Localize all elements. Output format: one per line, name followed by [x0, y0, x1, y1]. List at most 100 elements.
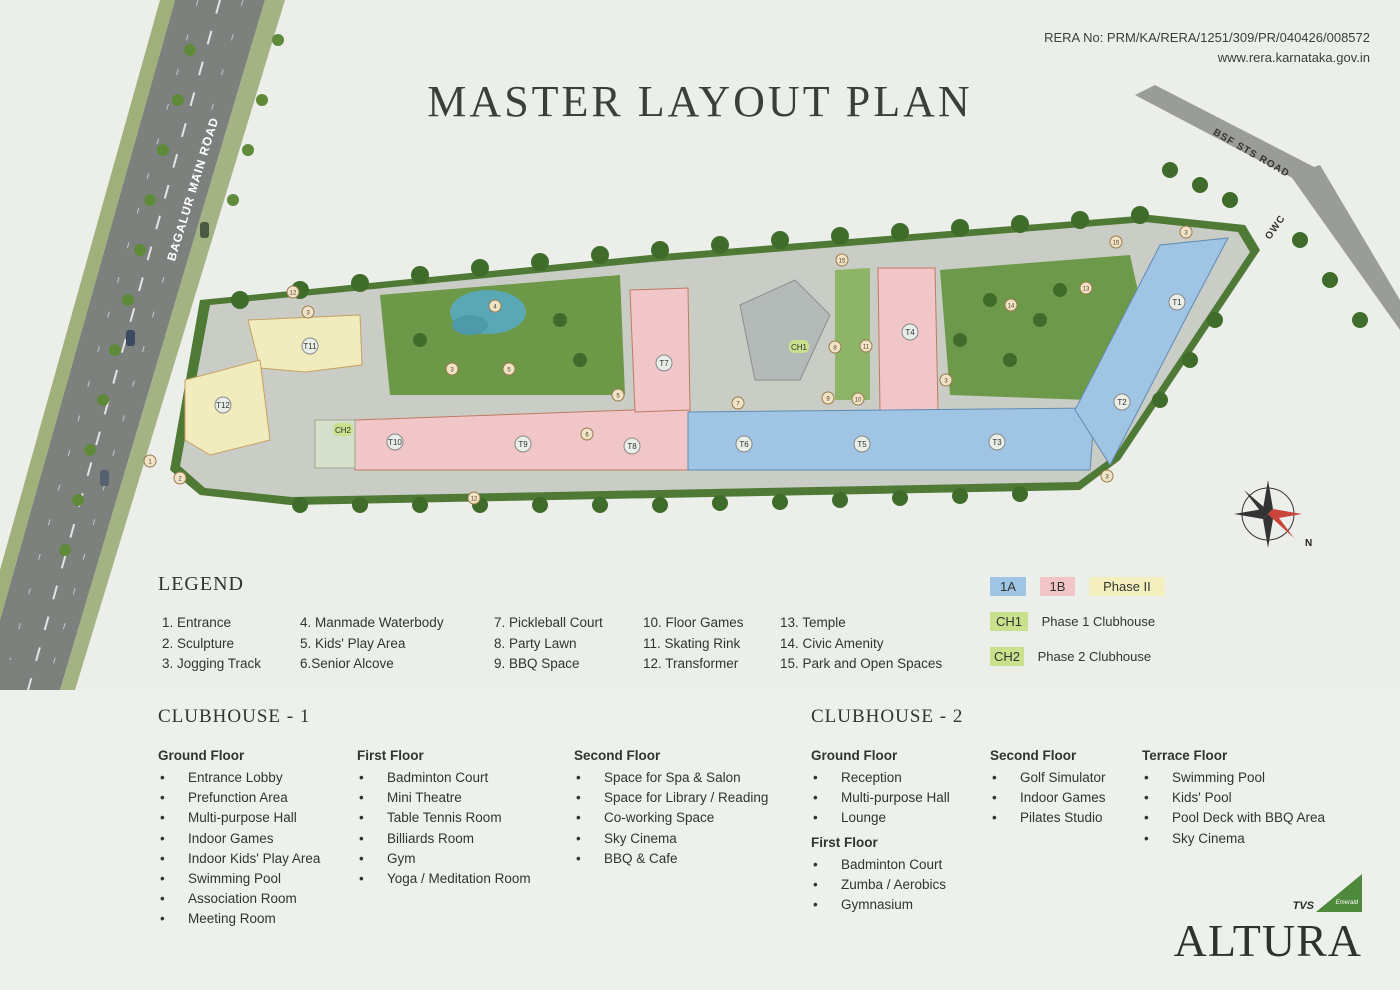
phase-1b-chip: 1B [1039, 577, 1076, 596]
amenity-list-item: Multi-purpose Hall [811, 788, 950, 808]
floor-label: Second Floor [574, 748, 661, 763]
ch2-label: Phase 2 Clubhouse [1037, 649, 1152, 664]
tower-marker [301, 337, 319, 355]
amenity-list-item: Golf Simulator [990, 768, 1106, 788]
amenity-marker [939, 373, 953, 387]
legend-ch2: CH2 Phase 2 Clubhouse [990, 647, 1151, 666]
clubhouse-1-first-floor: First Floor Badminton CourtMini TheatreT… [357, 746, 531, 889]
brand-emerald: Emerald [1335, 900, 1358, 906]
legend-ch1: CH1 Phase 1 Clubhouse [990, 612, 1155, 631]
amenity-marker [731, 396, 745, 410]
tower-marker [514, 435, 532, 453]
amenity-list-item: Multi-purpose Hall [158, 808, 320, 828]
amenity-marker-label: 3 [306, 311, 310, 317]
amenity-list-item: Indoor Games [158, 829, 320, 849]
floor-label: Terrace Floor [1142, 748, 1228, 763]
tower-label: T4 [905, 328, 915, 337]
amenity-marker-label: 3 [450, 368, 454, 374]
amenity-marker-label: 5 [616, 394, 620, 400]
phase-chips: 1A 1B Phase II [990, 577, 1175, 596]
legend-item: 10. Floor Games [643, 615, 744, 630]
tower-label: T5 [857, 440, 867, 449]
amenity-marker [828, 340, 842, 354]
amenity-marker [173, 471, 187, 485]
legend-item: 8. Party Lawn [494, 635, 577, 651]
amenity-marker [502, 362, 516, 376]
tower-label: T12 [216, 401, 230, 410]
legend-item: 13. Temple [780, 615, 846, 630]
legend-item: 1. Entrance [162, 615, 232, 630]
floor-label: Ground Floor [811, 748, 898, 763]
tower-marker [988, 433, 1006, 451]
amenity-marker [821, 391, 835, 405]
amenity-list-item: Billiards Room [357, 829, 531, 849]
tower-label: T7 [659, 359, 669, 368]
rera-info: RERA No: PRM/KA/RERA/1251/309/PR/040426/… [1044, 28, 1370, 68]
amenity-marker [1179, 225, 1193, 239]
tower-marker [1113, 393, 1131, 411]
amenity-list-item: Co-working Space [574, 808, 768, 828]
clubhouse-1-ground-floor: Ground Floor Entrance LobbyPrefunction A… [158, 746, 320, 930]
amenity-marker-label: 3 [944, 379, 948, 385]
clubhouse-2-terrace-floor: Terrace Floor Swimming PoolKids' PoolPoo… [1142, 746, 1325, 849]
amenity-list-item: Prefunction Area [158, 788, 320, 808]
clubhouse-2-title: CLUBHOUSE - 2 [811, 706, 964, 727]
tower-marker [214, 396, 232, 414]
amenity-marker-label: 14 [1008, 304, 1015, 310]
legend-item: 11. Skating Rink [643, 635, 741, 651]
amenity-marker [1004, 298, 1018, 312]
amenity-marker [488, 299, 502, 313]
clubhouse-2-second-floor: Second Floor Golf SimulatorIndoor GamesP… [990, 746, 1106, 829]
amenity-list-item: Association Room [158, 889, 320, 909]
amenity-marker [835, 253, 849, 267]
phase-2-chip: Phase II [1089, 577, 1165, 596]
amenity-marker [301, 305, 315, 319]
amenity-list-item: Pool Deck with BBQ Area [1142, 808, 1325, 828]
amenity-marker [445, 362, 459, 376]
amenity-list-item: Sky Cinema [574, 829, 768, 849]
amenity-marker-label: 6 [585, 433, 589, 439]
amenity-marker [143, 454, 157, 468]
amenity-list-item: Swimming Pool [1142, 768, 1325, 788]
amenity-marker-label: 12 [471, 497, 478, 503]
clubhouse-marker [333, 423, 353, 436]
ch2-chip: CH2 [990, 647, 1025, 666]
legend-col-1: 1. Entrance 2. Sculpture 3. Jogging Trac… [162, 613, 261, 675]
legend-item: 12. Transformer [643, 656, 739, 671]
legend-col-5: 13. Temple 14. Civic Amenity 15. Park an… [780, 613, 942, 675]
ch1-chip: CH1 [990, 612, 1029, 631]
amenity-list-item: Gym [357, 849, 531, 869]
tower-marker [735, 435, 753, 453]
tower-marker [1168, 293, 1186, 311]
phase-1a-towers [687, 237, 1229, 471]
amenity-marker [1109, 235, 1123, 249]
clubhouse-2-ground-floor: Ground Floor ReceptionMulti-purpose Hall… [811, 746, 950, 829]
tower-label: T3 [992, 438, 1002, 447]
legend-col-2: 4. Manmade Waterbody 5. Kids' Play Area … [300, 613, 444, 675]
brand-tvs: TVS [1292, 900, 1314, 912]
amenity-marker-label: 3 [1105, 475, 1109, 481]
bsf-sts-road [1135, 85, 1400, 330]
amenity-list-item: Meeting Room [158, 909, 320, 929]
amenity-list-item: Space for Library / Reading [574, 788, 768, 808]
amenity-marker [286, 285, 300, 299]
amenity-marker [467, 491, 481, 505]
amenity-marker [611, 388, 625, 402]
emerald-logo-icon [1316, 874, 1362, 912]
amenity-marker-label: 9 [826, 397, 830, 403]
bagalur-main-road [0, 0, 285, 690]
tower-marker [853, 435, 871, 453]
amenity-marker-label: 12 [290, 291, 297, 297]
amenity-marker [859, 339, 873, 353]
floor-label: First Floor [357, 748, 424, 763]
clubhouse-label: CH1 [791, 343, 808, 352]
amenity-list-item: Lounge [811, 808, 950, 828]
amenity-marker-label: 11 [863, 345, 870, 351]
amenity-list-item: Badminton Court [811, 855, 946, 875]
amenity-list-item: BBQ & Cafe [574, 849, 768, 869]
amenity-marker [1100, 469, 1114, 483]
amenity-marker-label: 5 [507, 368, 511, 374]
legend-col-3: 7. Pickleball Court 8. Party Lawn 9. BBQ… [494, 613, 603, 675]
tower-marker [655, 354, 673, 372]
